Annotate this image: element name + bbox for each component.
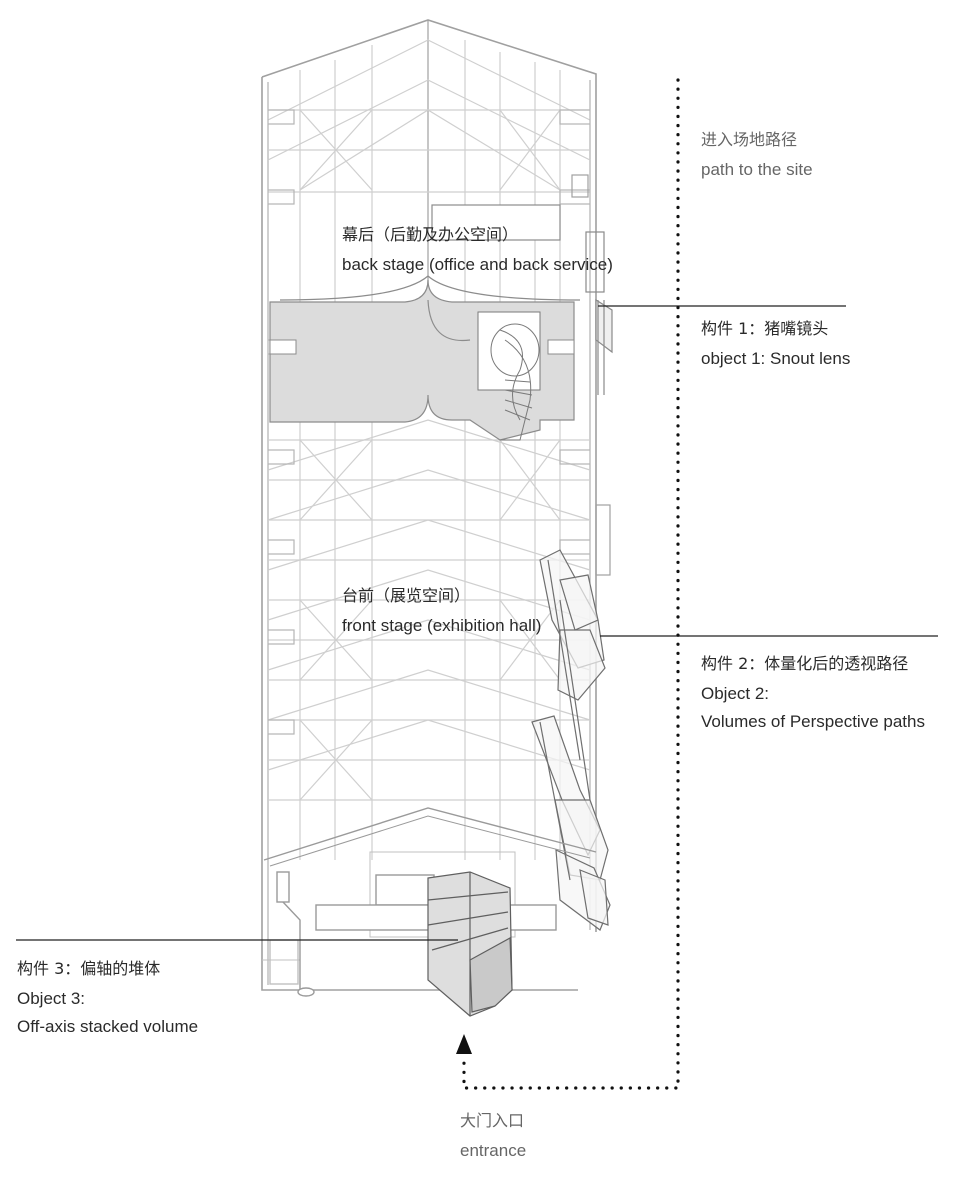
object1-label-zh: 构件 1：猪嘴镜头 bbox=[701, 319, 829, 338]
back-stage-label-en: back stage (office and back service) bbox=[342, 255, 613, 274]
off-axis-stacked-volume bbox=[427, 871, 513, 1017]
front-stage-label-en: front stage (exhibition hall) bbox=[342, 616, 542, 635]
perspective-path-volumes bbox=[531, 549, 611, 931]
wall-piers bbox=[267, 109, 591, 735]
entrance-arrow-icon bbox=[456, 1034, 472, 1054]
object2-label-en1: Object 2: bbox=[701, 684, 770, 703]
object1-label-en: object 1: Snout lens bbox=[701, 349, 851, 368]
entrance-label-en: entrance bbox=[460, 1141, 527, 1160]
snout-lens-volume bbox=[585, 231, 613, 395]
object3-label-zh: 构件 3：偏轴的堆体 bbox=[17, 959, 161, 978]
east-annex bbox=[571, 174, 611, 576]
object3-label-en2: Off-axis stacked volume bbox=[17, 1017, 199, 1036]
object3-label-en1: Object 3: bbox=[17, 989, 86, 1008]
object2-label-zh: 构件 2：体量化后的透视路径 bbox=[701, 654, 909, 673]
spiral-stair bbox=[477, 311, 541, 441]
entrance-label-zh: 大门入口 bbox=[460, 1111, 525, 1130]
path-site-label-zh: 进入场地路径 bbox=[701, 130, 798, 149]
back-stage-label-zh: 幕后（后勤及办公空间） bbox=[342, 225, 519, 244]
site-path bbox=[456, 78, 680, 1090]
front-stage-label-zh: 台前（展览空间） bbox=[342, 586, 471, 605]
object2-label-en2: Volumes of Perspective paths bbox=[701, 712, 925, 731]
leader-lines bbox=[16, 305, 938, 941]
site-path-dotted-line bbox=[462, 78, 680, 1090]
path-site-label-en: path to the site bbox=[701, 160, 813, 179]
